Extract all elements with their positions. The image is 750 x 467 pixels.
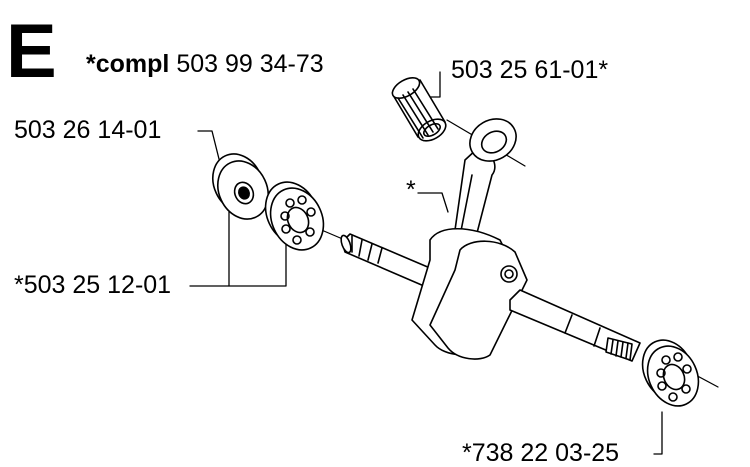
assembly-number: 503 99 34-73 — [176, 50, 324, 78]
seal-ring-shape — [212, 153, 269, 220]
section-letter: E — [6, 9, 57, 94]
assembly-title: *compl 503 99 34-73 — [86, 52, 324, 77]
ball-bearings-label: *503 25 12-01 — [14, 271, 172, 299]
assembly-prefix: *compl — [86, 50, 170, 78]
left-ball-bearing-shape — [264, 181, 325, 251]
right-bearing-label: *738 22 03-25 — [462, 439, 620, 467]
leader-lines — [189, 71, 663, 455]
crankshaft-shape — [340, 118, 641, 362]
right-ball-bearing-shape — [641, 339, 700, 407]
crankshaft-label: * — [406, 176, 416, 204]
seal-ring-label: 503 26 14-01 — [14, 116, 162, 144]
needle-bearing-shape — [391, 76, 447, 142]
needle-bearing-label: 503 25 61-01* — [451, 56, 609, 84]
